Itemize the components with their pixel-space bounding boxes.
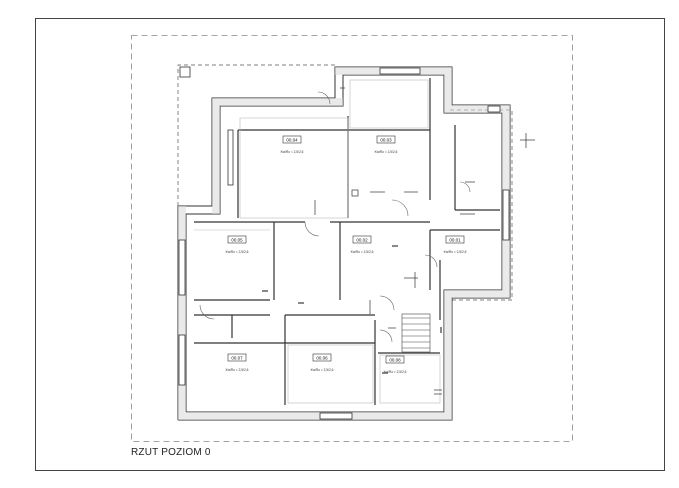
room-tag-box: [227, 235, 247, 244]
room-tag-box: [227, 353, 247, 362]
room-area: Kw/Ro = 2,5/2,6: [226, 368, 249, 372]
room-tag-box: [445, 235, 465, 244]
room-tag-box: [376, 135, 396, 144]
drawing-title: RZUT POZIOM 0: [131, 447, 211, 458]
dim-ticks: [262, 245, 442, 374]
outer-frame: [35, 18, 665, 471]
room-area: Kw/Ro = 2,5/2,6: [311, 368, 334, 372]
room-area: Kw/Ro = 2,5/2,6: [375, 150, 398, 154]
room-tag-box: [312, 353, 332, 362]
details: [314, 87, 535, 395]
room-area: Kw/Ro = 2,5/2,6: [351, 250, 374, 254]
room-tag-box: [352, 235, 372, 244]
room-number: 00.03: [380, 138, 392, 143]
room-tag-box: [282, 135, 302, 144]
room-area: Kw/Ro = 2,5/2,6: [281, 150, 304, 154]
room-tag-box: [385, 355, 405, 364]
room-area: Kw/Ro = 2,5/2,6: [384, 370, 407, 374]
room-area: Kw/Ro = 2,5/2,6: [226, 250, 249, 254]
room-number: 00.07: [231, 356, 243, 361]
room-number: 00.02: [356, 238, 368, 243]
windows: [178, 67, 510, 420]
stairs: [401, 313, 431, 353]
light-lines: [194, 79, 441, 404]
door-swings: [199, 91, 471, 343]
room-number: 00.06: [316, 356, 328, 361]
room-number: 00.05: [231, 238, 243, 243]
terrace-outline: [177, 64, 336, 206]
room-number: 00.01: [449, 238, 461, 243]
terrace-post: [179, 66, 191, 78]
room-number: 00.04: [286, 138, 298, 143]
plot-boundary: [131, 35, 573, 442]
room-number: 00.08: [389, 358, 401, 363]
room-area: Kw/Ro = 2,5/2,6: [444, 250, 467, 254]
